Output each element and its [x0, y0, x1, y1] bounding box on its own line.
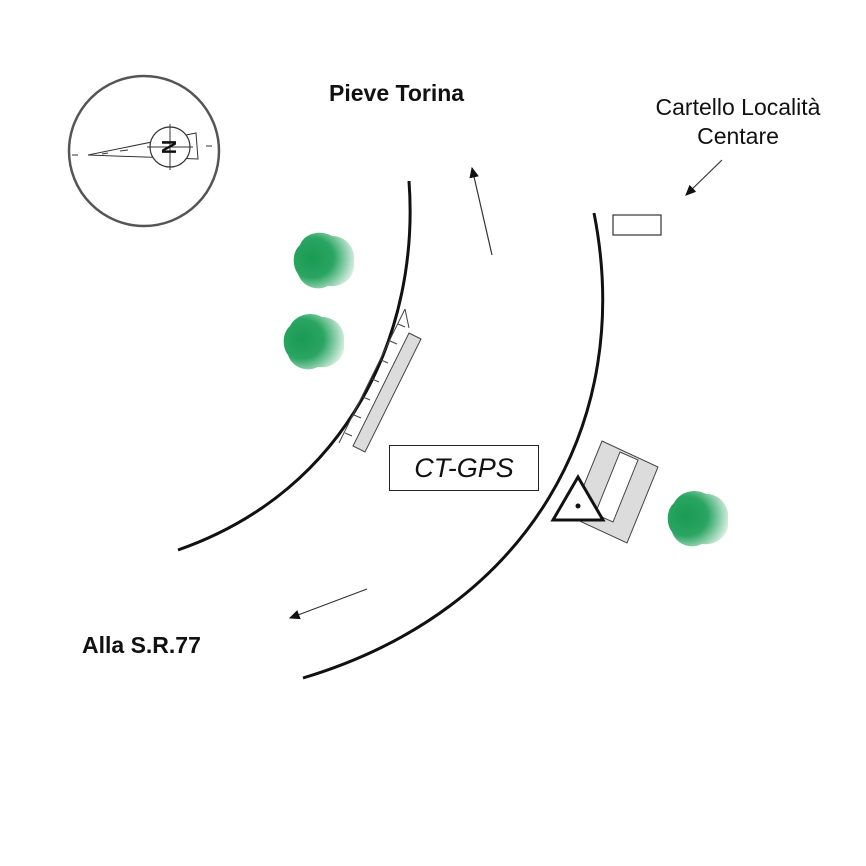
compass-letter: N [159, 140, 181, 154]
tree-icon [283, 314, 345, 370]
sign-label-line2: Centare [697, 123, 779, 149]
direction-arrow-icon [469, 166, 493, 256]
destination-label-south: Alla S.R.77 [82, 632, 201, 658]
direction-arrow-icon [288, 588, 368, 620]
road-edge-east [302, 212, 605, 680]
tree-icon [667, 491, 729, 547]
destination-label-north: Pieve Torina [329, 80, 465, 106]
guardrail-icon [338, 308, 422, 453]
sign-pointer-arrow [685, 159, 723, 196]
tree-icon [293, 232, 355, 289]
station-triangle-icon [550, 474, 606, 522]
station-label: CT-GPS [389, 445, 539, 491]
sign-label-line1: Cartello Località [655, 94, 821, 120]
compass-icon [67, 74, 221, 228]
sign-icon [612, 214, 662, 236]
sign-label: Cartello Località Centare [638, 93, 838, 151]
road-edge-west [177, 180, 412, 552]
